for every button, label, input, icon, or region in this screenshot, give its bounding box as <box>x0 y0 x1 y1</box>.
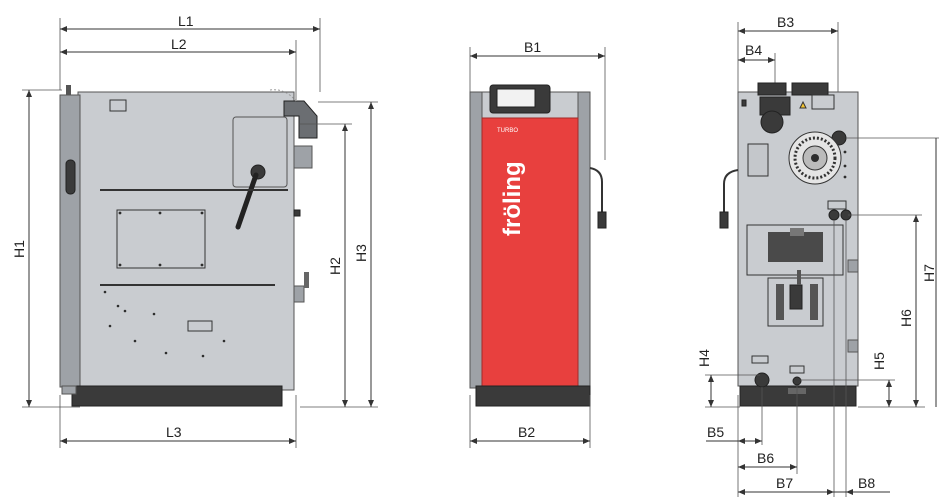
fan-unit <box>788 131 842 185</box>
label-l2: L2 <box>171 36 187 52</box>
rear-view: B3 B4 <box>696 14 939 497</box>
label-b3: B3 <box>777 14 794 30</box>
label-h3: H3 <box>353 244 369 262</box>
boiler-base <box>71 385 283 407</box>
label-b5: B5 <box>707 424 724 440</box>
label-h7: H7 <box>921 264 937 282</box>
label-l1: L1 <box>178 13 194 29</box>
label-h1: H1 <box>11 240 27 258</box>
front-view: B1 fröling TURBO B2 <box>469 39 607 448</box>
label-b1: B1 <box>524 39 541 55</box>
label-b4: B4 <box>745 42 762 58</box>
label-h6: H6 <box>898 309 914 327</box>
brand-logo: fröling <box>499 161 526 236</box>
inspection-panel <box>232 116 288 188</box>
side-view: L1 L2 H1 <box>11 13 378 448</box>
label-b8: B8 <box>858 475 875 491</box>
boiler-front-door <box>59 94 81 388</box>
label-b6: B6 <box>757 450 774 466</box>
boiler-handle <box>65 159 76 195</box>
flue-outlet <box>283 100 318 139</box>
label-b7: B7 <box>776 475 793 491</box>
label-h2: H2 <box>327 257 343 275</box>
label-h4: H4 <box>696 349 712 367</box>
model-badge: TURBO <box>497 128 518 134</box>
front-door-red <box>481 117 579 389</box>
label-l3: L3 <box>166 424 182 440</box>
label-h5: H5 <box>871 352 887 370</box>
label-b2: B2 <box>518 424 535 440</box>
